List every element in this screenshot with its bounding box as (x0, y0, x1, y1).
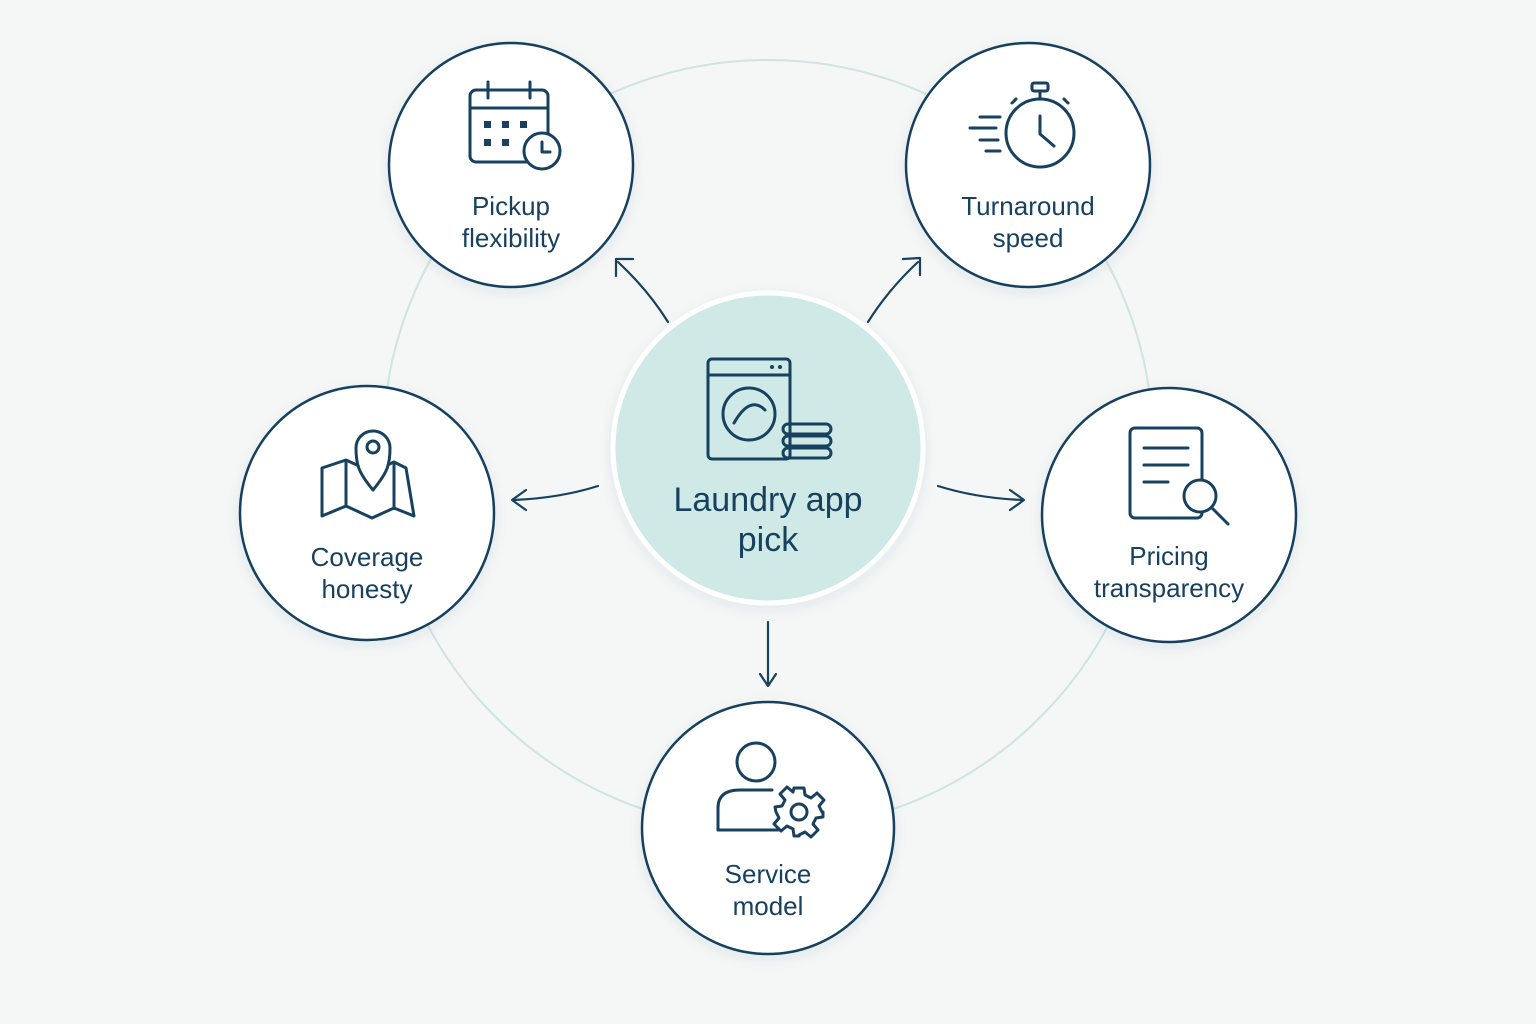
node-pricing-line1: Pricing (1129, 541, 1209, 571)
node-coverage-line2: honesty (321, 574, 413, 604)
node-pricing-label: Pricing transparency (1049, 540, 1289, 604)
calendar-clock-icon (468, 80, 562, 171)
node-pickup-label: Pickup flexibility (391, 190, 631, 254)
node-service-circle (640, 700, 896, 956)
node-pickup-line2: flexibility (461, 223, 561, 253)
node-pricing-line2: transparency (1093, 573, 1245, 603)
node-turnaround-line2: speed (992, 223, 1064, 253)
node-coverage-label: Coverage honesty (247, 541, 487, 605)
arrow-to-pricing (936, 484, 1026, 512)
node-turnaround-label: Turnaround speed (908, 190, 1148, 254)
center-label-line1: Laundry app (673, 481, 863, 519)
node-turnaround-line1: Turnaround (961, 191, 1095, 221)
map-pin-icon (320, 429, 416, 520)
arrow-to-service (758, 620, 778, 688)
node-pickup-line1: Pickup (471, 191, 551, 221)
node-service-label: Service model (648, 858, 888, 922)
document-search-icon (1128, 426, 1230, 526)
node-coverage-circle (238, 384, 496, 642)
washing-machine-icon (706, 357, 833, 461)
center-label-line2: pick (737, 521, 799, 559)
node-service-line2: model (732, 891, 804, 921)
node-pickup-circle (387, 41, 635, 289)
arrow-to-turnaround (866, 256, 922, 324)
center-label: Laundry app pick (618, 480, 918, 560)
node-coverage-line1: Coverage (310, 542, 424, 572)
arrows (510, 256, 1026, 688)
arrow-to-pickup (614, 257, 670, 324)
arrow-to-coverage (510, 484, 600, 512)
user-gear-icon (716, 741, 826, 839)
node-pricing-circle (1040, 386, 1298, 644)
node-service-line1: Service (724, 859, 812, 889)
stopwatch-icon (968, 81, 1076, 169)
center-circle (610, 290, 926, 606)
